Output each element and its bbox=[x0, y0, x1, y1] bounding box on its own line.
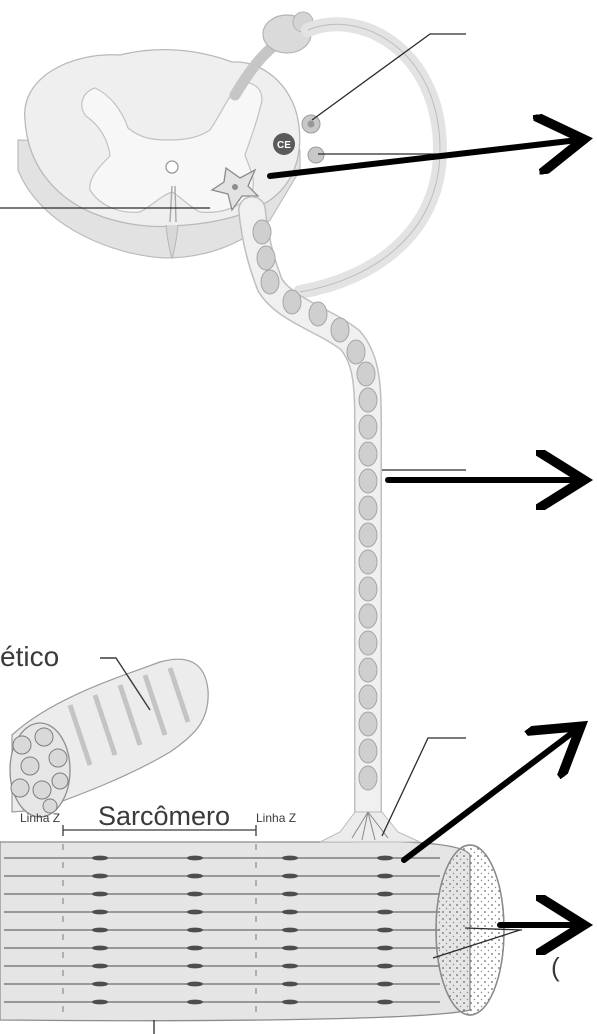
myosin-band bbox=[377, 946, 393, 951]
myosin-band bbox=[282, 856, 298, 861]
myosin-band bbox=[282, 874, 298, 879]
myosin-band bbox=[187, 946, 203, 951]
myosin-band bbox=[282, 928, 298, 933]
myosin-band bbox=[377, 892, 393, 897]
myosin-band bbox=[92, 1000, 108, 1005]
myelin-segment bbox=[359, 604, 377, 628]
myosin-band bbox=[187, 874, 203, 879]
central-canal bbox=[166, 161, 178, 173]
ce-label: CE bbox=[277, 140, 291, 151]
myelin-segment bbox=[359, 415, 377, 439]
myosin-band bbox=[92, 982, 108, 987]
myelin-segment bbox=[359, 523, 377, 547]
myosin-band bbox=[92, 928, 108, 933]
z-line-right-label: Linha Z bbox=[256, 811, 296, 825]
myelin-segment bbox=[347, 340, 365, 364]
myosin-band bbox=[377, 1000, 393, 1005]
myelin-segment bbox=[359, 550, 377, 574]
myosin-band bbox=[377, 964, 393, 969]
myosin-band bbox=[92, 946, 108, 951]
myelin-segment bbox=[359, 766, 377, 790]
sarcomere-label: Sarcômero bbox=[98, 801, 230, 831]
myosin-band bbox=[187, 928, 203, 933]
myosin-band bbox=[282, 964, 298, 969]
motor-neuron-nucleus bbox=[232, 184, 238, 190]
myelin-segment bbox=[359, 442, 377, 466]
myosin-band bbox=[377, 874, 393, 879]
myelin-segment bbox=[359, 658, 377, 682]
myosin-band bbox=[92, 964, 108, 969]
myosin-band bbox=[187, 964, 203, 969]
myosin-band bbox=[282, 892, 298, 897]
myelin-segment bbox=[359, 712, 377, 736]
myosin-band bbox=[92, 874, 108, 879]
z-line-left-label: Linha Z bbox=[20, 811, 60, 825]
myosin-band bbox=[187, 982, 203, 987]
myosin-band bbox=[92, 892, 108, 897]
myosin-band bbox=[92, 856, 108, 861]
myelin-segment bbox=[283, 290, 301, 314]
myelin-segment bbox=[359, 496, 377, 520]
myosin-band bbox=[187, 856, 203, 861]
motor-axon bbox=[252, 210, 377, 820]
tract-lower bbox=[308, 147, 324, 163]
myelin-segment bbox=[359, 685, 377, 709]
myelin-segment bbox=[309, 302, 327, 326]
myelin-segment bbox=[357, 362, 375, 386]
myelin-segment bbox=[359, 469, 377, 493]
myelin-segment bbox=[359, 388, 377, 412]
myosin-band bbox=[282, 1000, 298, 1005]
myelin-segment bbox=[331, 318, 349, 342]
myosin-band bbox=[282, 910, 298, 915]
myelin-segment bbox=[261, 270, 279, 294]
myosin-band bbox=[187, 910, 203, 915]
myelin-segment bbox=[253, 220, 271, 244]
myosin-band bbox=[187, 892, 203, 897]
myelin-segment bbox=[359, 631, 377, 655]
pointer-arrows bbox=[270, 140, 578, 925]
myosin-band bbox=[187, 1000, 203, 1005]
myosin-band bbox=[282, 946, 298, 951]
myosin-band bbox=[377, 928, 393, 933]
muscle-fibre bbox=[0, 842, 504, 1021]
myelin-segment bbox=[359, 739, 377, 763]
tract-upper-inner bbox=[308, 121, 315, 128]
arrow-3 bbox=[404, 730, 576, 860]
myosin-band bbox=[92, 910, 108, 915]
myosin-band bbox=[282, 982, 298, 987]
myosin-band bbox=[377, 910, 393, 915]
myosin-band bbox=[377, 982, 393, 987]
myelin-segment bbox=[257, 246, 275, 270]
myelin-segment bbox=[359, 577, 377, 601]
muscle-fibre-body bbox=[0, 842, 470, 1021]
muscle-bundle: ético bbox=[0, 641, 208, 817]
junction-cone bbox=[320, 812, 420, 842]
myosin-band bbox=[377, 856, 393, 861]
sarcomere-annotation: Linha Z Sarcômero Linha Z bbox=[20, 801, 296, 836]
neuromuscular-junction bbox=[320, 812, 420, 842]
muscle-bundle-label: ético bbox=[0, 641, 59, 672]
cut-off-label-fragment: ( bbox=[551, 952, 560, 982]
